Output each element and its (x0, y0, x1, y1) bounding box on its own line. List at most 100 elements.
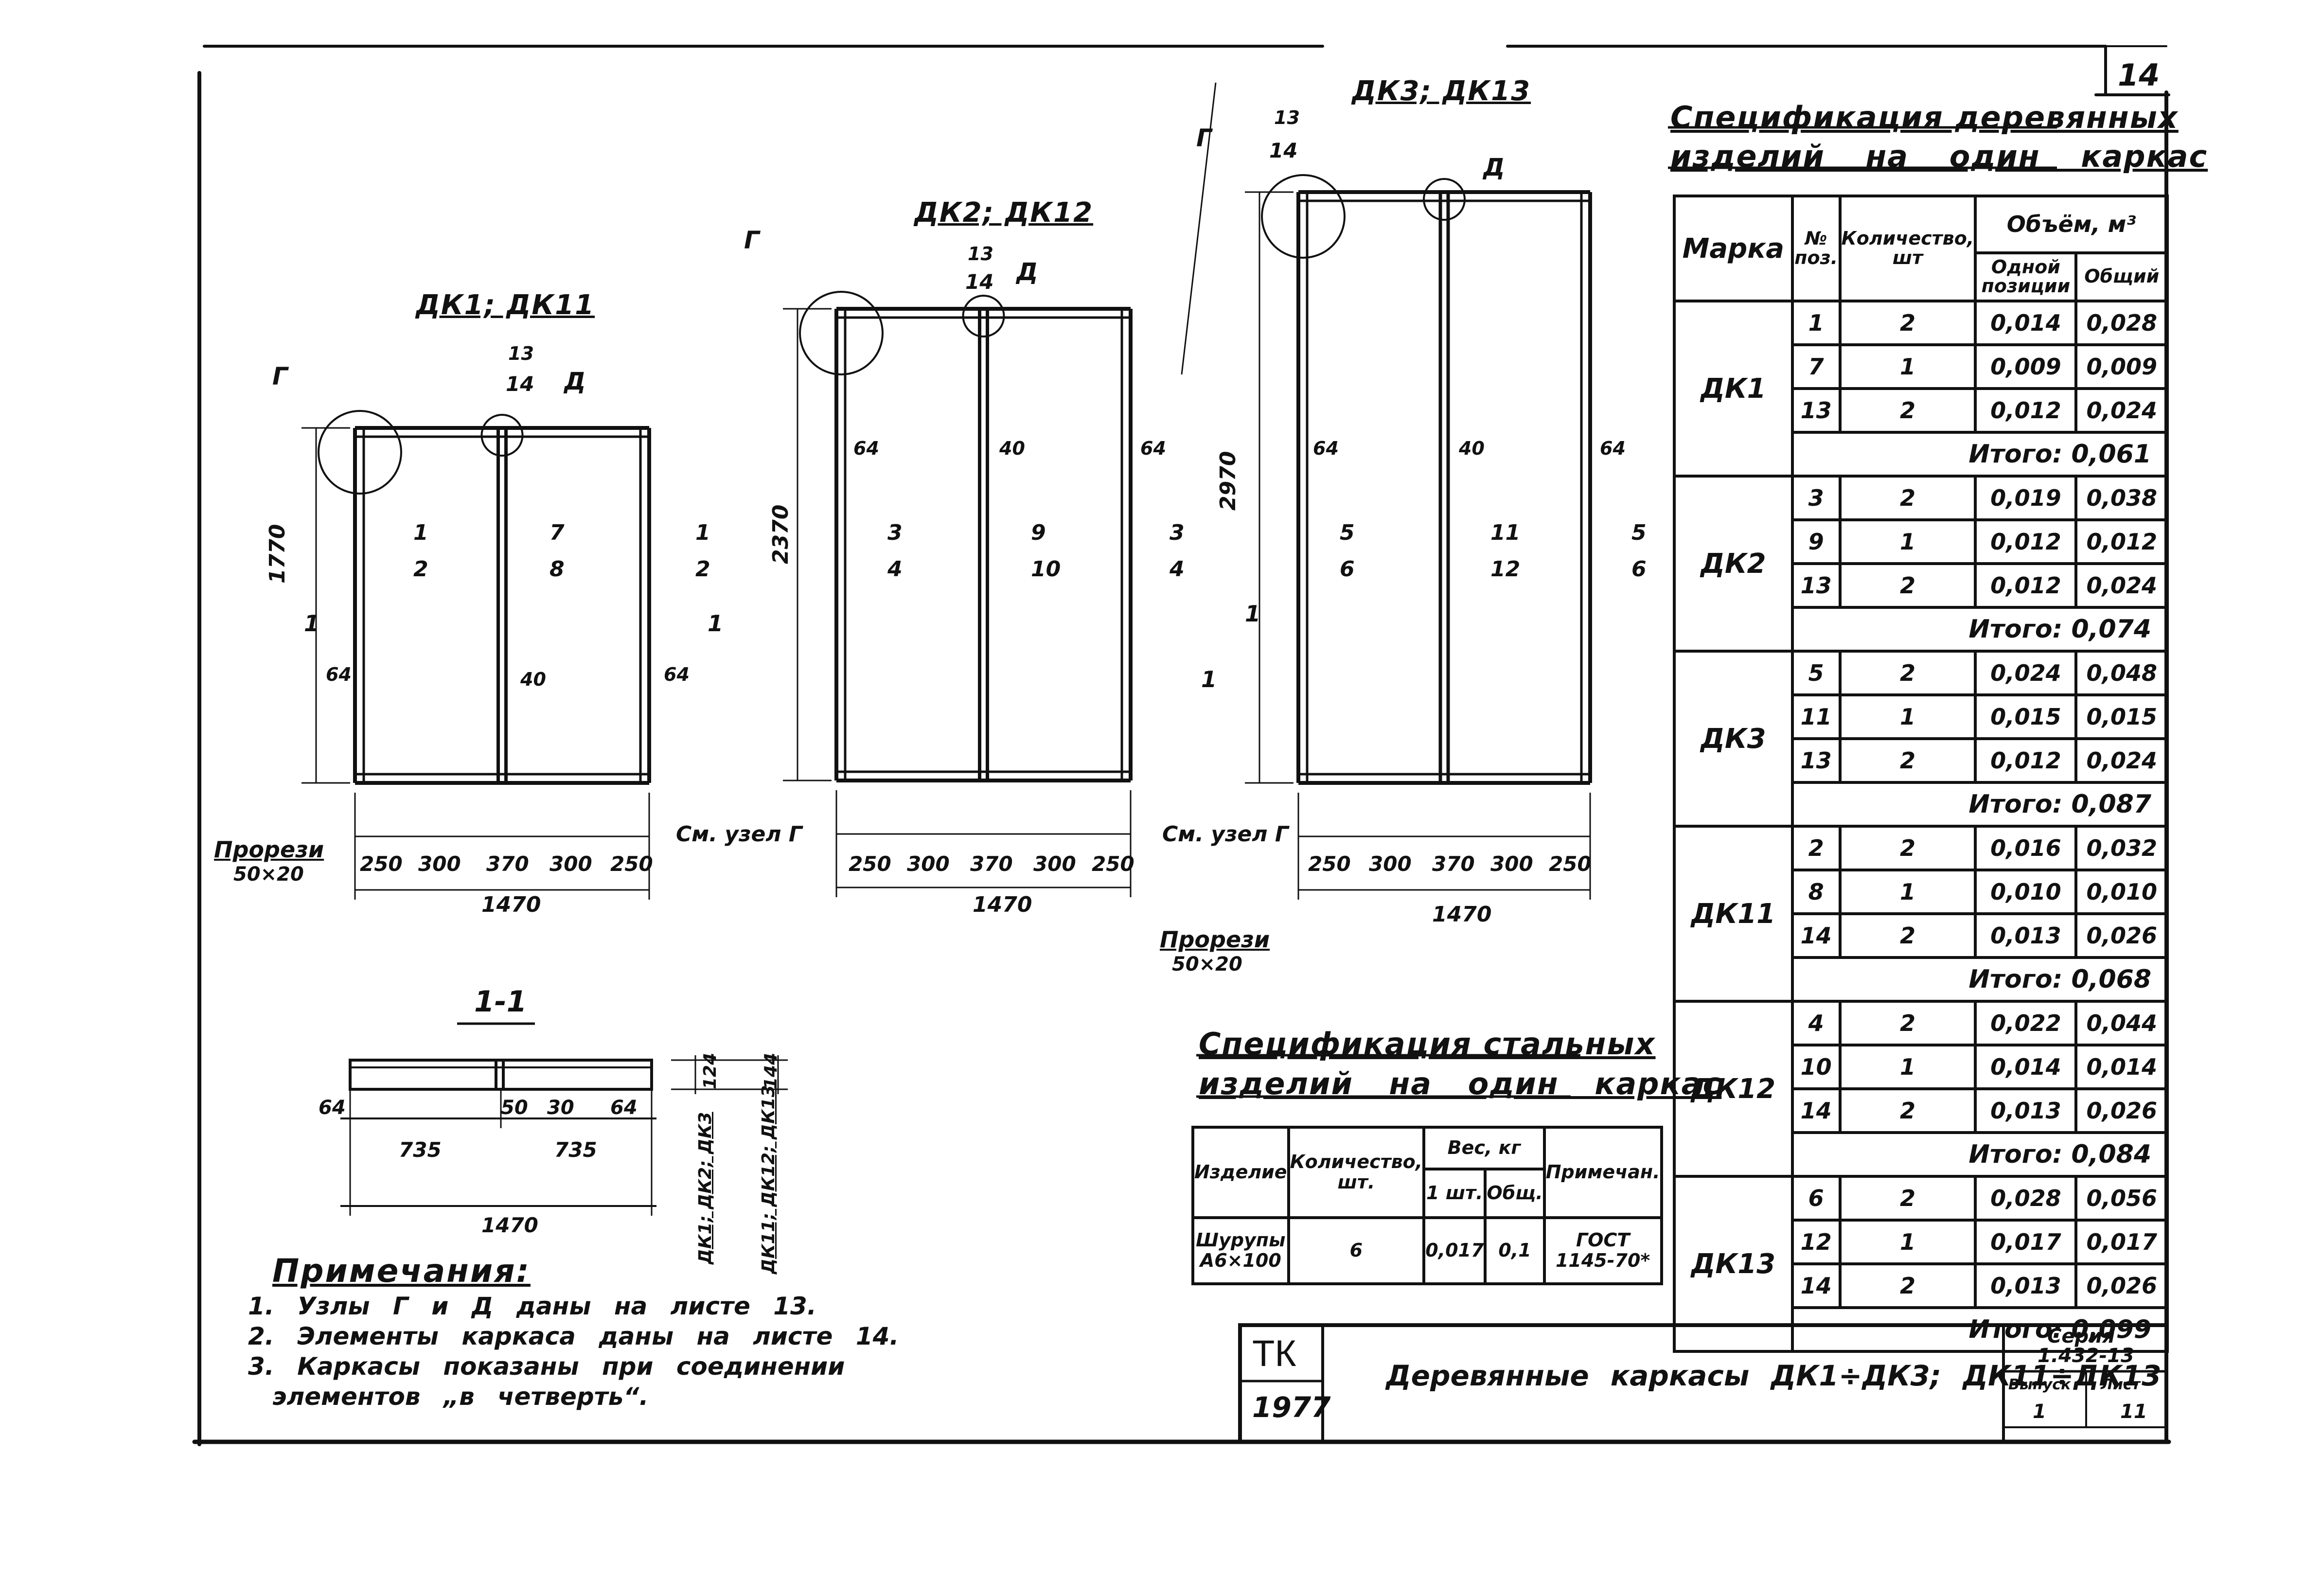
frame-1-post-a: 1 (413, 520, 428, 545)
wood-cell-vol-total: 0,026 (2074, 1262, 2169, 1309)
wood-cell-vol-one: 0,028 (1974, 1175, 2078, 1222)
frame-1-node-d-circle (480, 414, 524, 457)
wood-hdr-mark: Марка (1673, 195, 1794, 302)
wood-cell-vol-one: 0,013 (1974, 912, 2078, 959)
section-rot-label-2: ДК11; ДК12; ДК13 (759, 1085, 779, 1274)
frame-2-dim-250a: 250 (849, 852, 891, 876)
frame-1-height: 1770 (265, 524, 290, 584)
frame-1-slot-size: 50×20 (233, 863, 304, 886)
wood-group-mark: ДК1 (1673, 300, 1794, 478)
frame-3-node-g-circle (1261, 174, 1346, 259)
wood-group-total: Итого: 0,074 (1790, 606, 2169, 653)
wood-cell-vol-one: 0,017 (1974, 1219, 2078, 1265)
frame-2-height: 2370 (768, 504, 793, 564)
frame-2-section: 1 (1201, 666, 1217, 692)
wood-cell-vol-total: 0,048 (2074, 650, 2169, 696)
wood-group-total: Итого: 0,087 (1790, 781, 2169, 828)
frame-2-slot-size: 50×20 (1172, 953, 1242, 975)
wood-cell-pos: 13 (1790, 387, 1842, 434)
frame-2-dim-250b: 250 (1092, 852, 1134, 876)
wood-cell-vol-one: 0,022 (1974, 1000, 2078, 1046)
frame-2-title: ДК2; ДК12 (914, 197, 1094, 229)
frame-2-right-b: 4 (1170, 557, 1185, 582)
frame-1-bar-14: 14 (506, 372, 534, 396)
tb-title: Деревянные каркасы ДК1÷ДК3; ДК11÷ДК13 (1386, 1359, 2162, 1392)
wood-cell-qty: 2 (1838, 825, 1977, 871)
wood-cell-qty: 2 (1838, 562, 1977, 609)
section-dim-735b: 735 (554, 1138, 597, 1162)
wood-group-total: Итого: 0,099 (1790, 1306, 2169, 1353)
tb-year: 1977 (1252, 1391, 1331, 1424)
wood-cell-vol-one: 0,019 (1974, 475, 2078, 521)
wood-cell-vol-total: 0,028 (2074, 300, 2169, 346)
wood-cell-vol-total: 0,024 (2074, 387, 2169, 434)
wood-cell-vol-one: 0,012 (1974, 387, 2078, 434)
wood-cell-vol-one: 0,012 (1974, 737, 2078, 784)
frame-2-dim-300a: 300 (907, 852, 950, 876)
wood-cell-qty: 2 (1838, 1000, 1977, 1046)
frame-2-dim-64a: 64 (853, 438, 879, 459)
frame-1-node-g: Г (272, 362, 288, 390)
frame-2-node-d-circle (962, 295, 1005, 337)
frame-3-mid-a: 11 (1490, 520, 1521, 545)
frame-1-dim-300b: 300 (549, 852, 592, 876)
wood-spec-title-2: изделий на один каркас (1670, 139, 2208, 174)
wood-hdr-vol-one: Одной позиции (1974, 251, 2078, 303)
frame-3-dim-64b: 64 (1600, 438, 1626, 459)
frame-2-dim-370: 370 (970, 852, 1013, 876)
frame-1-section-l: 1 (304, 610, 320, 637)
steel-spec-table: Изделие Количество, шт. Вес, кг Примечан… (1191, 1126, 1663, 1285)
frame-2-node-g-circle (799, 291, 884, 375)
wood-hdr-qty: Количество, шт (1838, 195, 1977, 302)
frame-1-width: 1470 (481, 892, 541, 917)
frame-1-section-r: 1 (708, 610, 724, 637)
wood-cell-qty: 2 (1838, 475, 1977, 521)
frame-3-dim-250b: 250 (1549, 852, 1592, 876)
frame-2-post-a: 3 (887, 520, 903, 545)
steel-hdr-weight: Вес, кг (1422, 1126, 1546, 1170)
wood-cell-qty: 2 (1838, 1262, 1977, 1309)
wood-cell-vol-one: 0,012 (1974, 518, 2078, 565)
tb-sheet: 11 (2120, 1401, 2147, 1423)
tb-issue-label: Выпуск (2008, 1376, 2071, 1393)
frame-1-right-b: 2 (695, 557, 710, 582)
wood-cell-pos: 13 (1790, 562, 1842, 609)
wood-cell-pos: 4 (1790, 1000, 1842, 1046)
section-dim-30: 30 (547, 1097, 574, 1119)
frame-1-mid-b: 8 (549, 557, 565, 582)
wood-group-mark: ДК12 (1673, 1000, 1794, 1178)
frame-3-height: 2970 (1216, 451, 1241, 511)
wood-cell-vol-total: 0,010 (2074, 869, 2169, 915)
tb-series-label: Серия (2047, 1325, 2115, 1348)
wood-cell-vol-one: 0,016 (1974, 825, 2078, 871)
wood-cell-pos: 8 (1790, 869, 1842, 915)
frame-1-dim-370: 370 (486, 852, 529, 876)
frame-3-bar-14: 14 (1269, 139, 1298, 162)
section-dim-50: 50 (501, 1097, 528, 1119)
wood-cell-qty: 1 (1838, 518, 1977, 565)
wood-cell-vol-total: 0,009 (2074, 343, 2169, 390)
wood-cell-qty: 2 (1838, 912, 1977, 959)
section-dim-144: 144 (761, 1052, 781, 1089)
wood-cell-vol-total: 0,044 (2074, 1000, 2169, 1046)
wood-group-mark: ДК13 (1673, 1175, 1794, 1353)
wood-hdr-volume: Объём, м³ (1974, 195, 2169, 254)
note-1: 1. Узлы Г и Д даны на листе 13. (248, 1292, 816, 1320)
wood-cell-vol-total: 0,026 (2074, 912, 2169, 959)
wood-cell-qty: 1 (1838, 343, 1977, 390)
frame-1-post-b: 2 (413, 557, 428, 582)
frame-1-node-d: Д (564, 367, 586, 395)
frame-2-mid-a: 9 (1031, 520, 1046, 545)
steel-note: ГОСТ 1145-70* (1542, 1216, 1663, 1285)
frame-2-slot-label: Прорези (1160, 926, 1270, 953)
sheet-number: 14 (2118, 57, 2160, 93)
tb-sheet-label: Лист (2101, 1376, 2141, 1393)
wood-cell-qty: 1 (1838, 869, 1977, 915)
wood-group-mark: ДК3 (1673, 650, 1794, 828)
frame-3-node-d: Д (1483, 153, 1505, 181)
frame-2-mid-b: 10 (1031, 557, 1061, 582)
wood-cell-pos: 14 (1790, 1262, 1842, 1309)
wood-cell-pos: 11 (1790, 693, 1842, 740)
wood-cell-pos: 12 (1790, 1219, 1842, 1265)
